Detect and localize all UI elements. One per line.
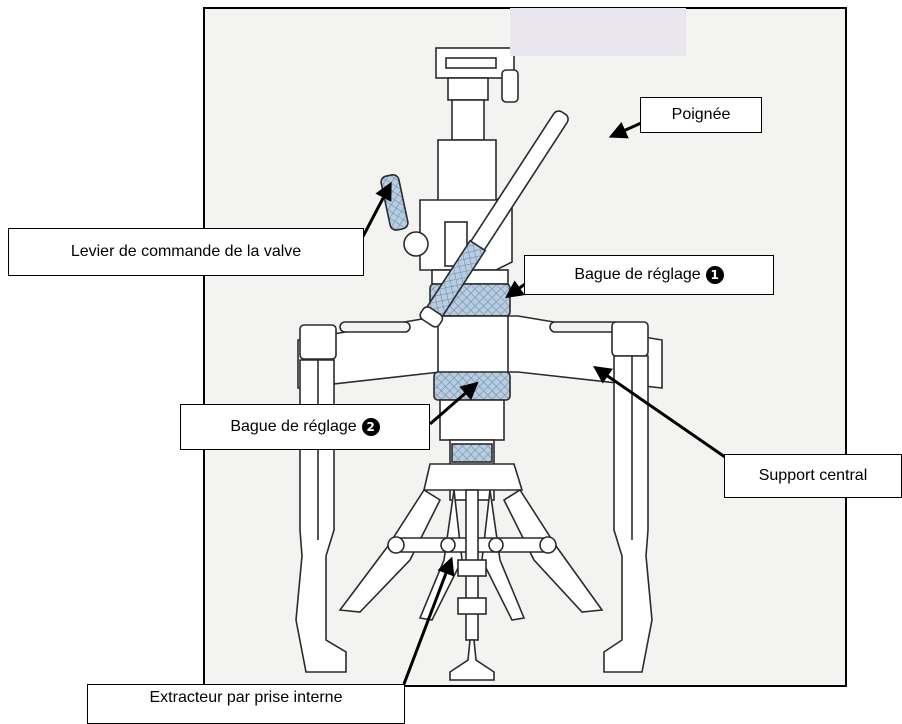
poignee-label: Poignée [640,97,762,133]
bague1-text: Bague de réglage [574,266,701,283]
bague1-number-badge: 1 [705,266,724,284]
redaction-box [510,8,686,56]
bague1-label: Bague de réglage 1 [524,255,774,295]
bague2-label: Bague de réglage 2 [180,404,430,450]
bague2-number-badge: 2 [361,418,380,436]
bague2-arrow [429,381,479,426]
extracteur-arrow [402,556,455,685]
support-label: Support central [724,454,902,498]
diagram-stage [203,7,847,687]
extracteur-label: Extracteur par prise interne [87,684,405,724]
poignee-text: Poignée [671,106,731,123]
levier-text: Levier de commande de la valve [70,243,302,260]
levier-label: Levier de commande de la valve [8,228,364,276]
support-arrow [593,365,739,468]
extracteur-text: Extracteur par prise interne [149,689,343,706]
support-text: Support central [758,467,868,484]
tool-drawing [295,47,663,681]
puller-illustration [203,7,847,687]
bague2-text: Bague de réglage [230,418,357,435]
